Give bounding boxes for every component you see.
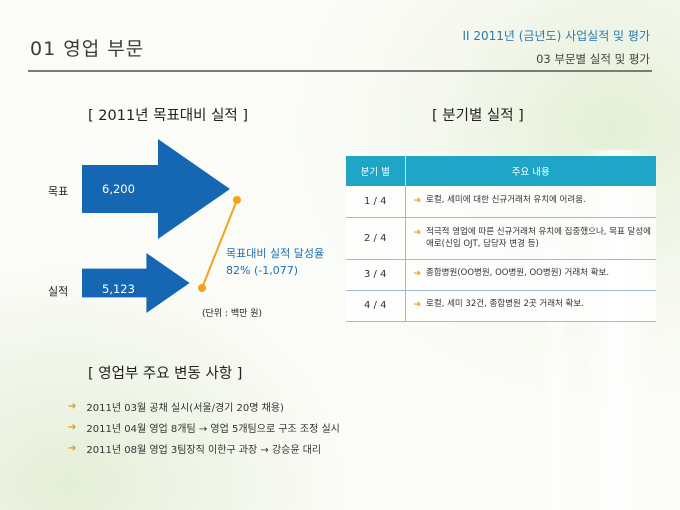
bar-category-label: 목표 (48, 185, 69, 198)
orange-arrow-icon: ➔ (68, 401, 77, 412)
table-row: 2 / 4 ➔ 적극적 영업에 따른 신규거래처 유치에 집중했으나, 목표 달성… (346, 217, 656, 260)
table-row: 4 / 4 ➔ 로컬, 세미 32건, 종합병원 2곳 거래처 확보. (346, 290, 656, 322)
quarter-results-table: 분기 별 주요 내용 1 / 4 ➔ 로컬, 세미에 대한 신규거래처 유치에 어… (346, 156, 656, 322)
table-row: 1 / 4 ➔ 로컬, 세미에 대한 신규거래처 유치에 어려움. (346, 186, 656, 218)
content-cell: 적극적 영업에 따른 신규거래처 유치에 집중했으나, 목표 달성에 애로(신입… (426, 226, 651, 249)
quarter-cell: 3 / 4 (346, 259, 406, 291)
list-item: ➔ 2011년 08월 영업 3팀장직 이한구 과장 → 강승윤 대리 (68, 438, 340, 459)
achievement-connector-line (198, 196, 241, 292)
content-cell: 로컬, 세미에 대한 신규거래처 유치에 어려움. (426, 195, 586, 206)
change-item-text: 2011년 04월 영업 8개팀 → 영업 5개팀으로 구조 조정 실시 (86, 424, 340, 435)
orange-arrow-icon: ➔ (413, 269, 422, 280)
target-section-title: [ 2011년 목표대비 실적 ] (88, 108, 249, 124)
section-subtitle: II 2011년 (금년도) 사업실적 및 평가 (462, 29, 651, 43)
orange-arrow-icon: ➔ (413, 196, 422, 207)
changes-section-title: [ 영업부 주요 변동 사항 ] (88, 366, 243, 382)
quarter-section-title: [ 분기별 실적 ] (432, 108, 524, 124)
target-arrow-bar (82, 139, 230, 239)
page-title: 01 영업 부문 (30, 38, 145, 60)
quarter-cell: 2 / 4 (346, 217, 406, 260)
orange-arrow-icon: ➔ (68, 443, 77, 454)
target-value-label: 6,200 (102, 182, 135, 196)
changes-list: ➔ 2011년 03월 공채 실시(서울/경기 20명 채용) ➔ 2011년 04… (68, 396, 340, 459)
quarter-cell: 4 / 4 (346, 290, 406, 322)
list-item: ➔ 2011년 04월 영업 8개팀 → 영업 5개팀으로 구조 조정 실시 (68, 417, 340, 438)
header-divider (28, 70, 652, 72)
table-row: 3 / 4 ➔ 종합병원(OO병원, OO병원, OO병원) 거래처 확보. (346, 259, 656, 291)
actual-value-label: 5,123 (102, 282, 135, 296)
actual-arrow-bar (82, 253, 190, 313)
target-vs-actual-chart: 목표 실적 6,200 5,123 목표대비 실적 달성율 82% (-1,07… (40, 135, 340, 335)
achievement-rate-value: 82% (-1,077) (226, 264, 298, 277)
table-header-quarter: 분기 별 (346, 156, 406, 186)
achievement-rate-label: 목표대비 실적 달성율 (226, 247, 325, 260)
content-cell: 종합병원(OO병원, OO병원, OO병원) 거래처 확보. (426, 268, 610, 279)
orange-arrow-icon: ➔ (413, 227, 422, 238)
content-cell: 로컬, 세미 32건, 종합병원 2곳 거래처 확보. (426, 299, 584, 310)
quarter-cell: 1 / 4 (346, 186, 406, 218)
list-item: ➔ 2011년 03월 공채 실시(서울/경기 20명 채용) (68, 396, 340, 417)
subsection-subtitle: 03 부문별 실적 및 평가 (536, 52, 650, 66)
change-item-text: 2011년 08월 영업 3팀장직 이한구 과장 → 강승윤 대리 (86, 445, 322, 456)
table-header-content: 주요 내용 (405, 156, 656, 186)
change-item-text: 2011년 03월 공채 실시(서울/경기 20명 채용) (86, 403, 284, 414)
orange-arrow-icon: ➔ (413, 300, 422, 311)
bar-category-label: 실적 (48, 285, 69, 298)
unit-label: (단위 : 백만 원) (202, 309, 263, 319)
orange-arrow-icon: ➔ (68, 422, 77, 433)
